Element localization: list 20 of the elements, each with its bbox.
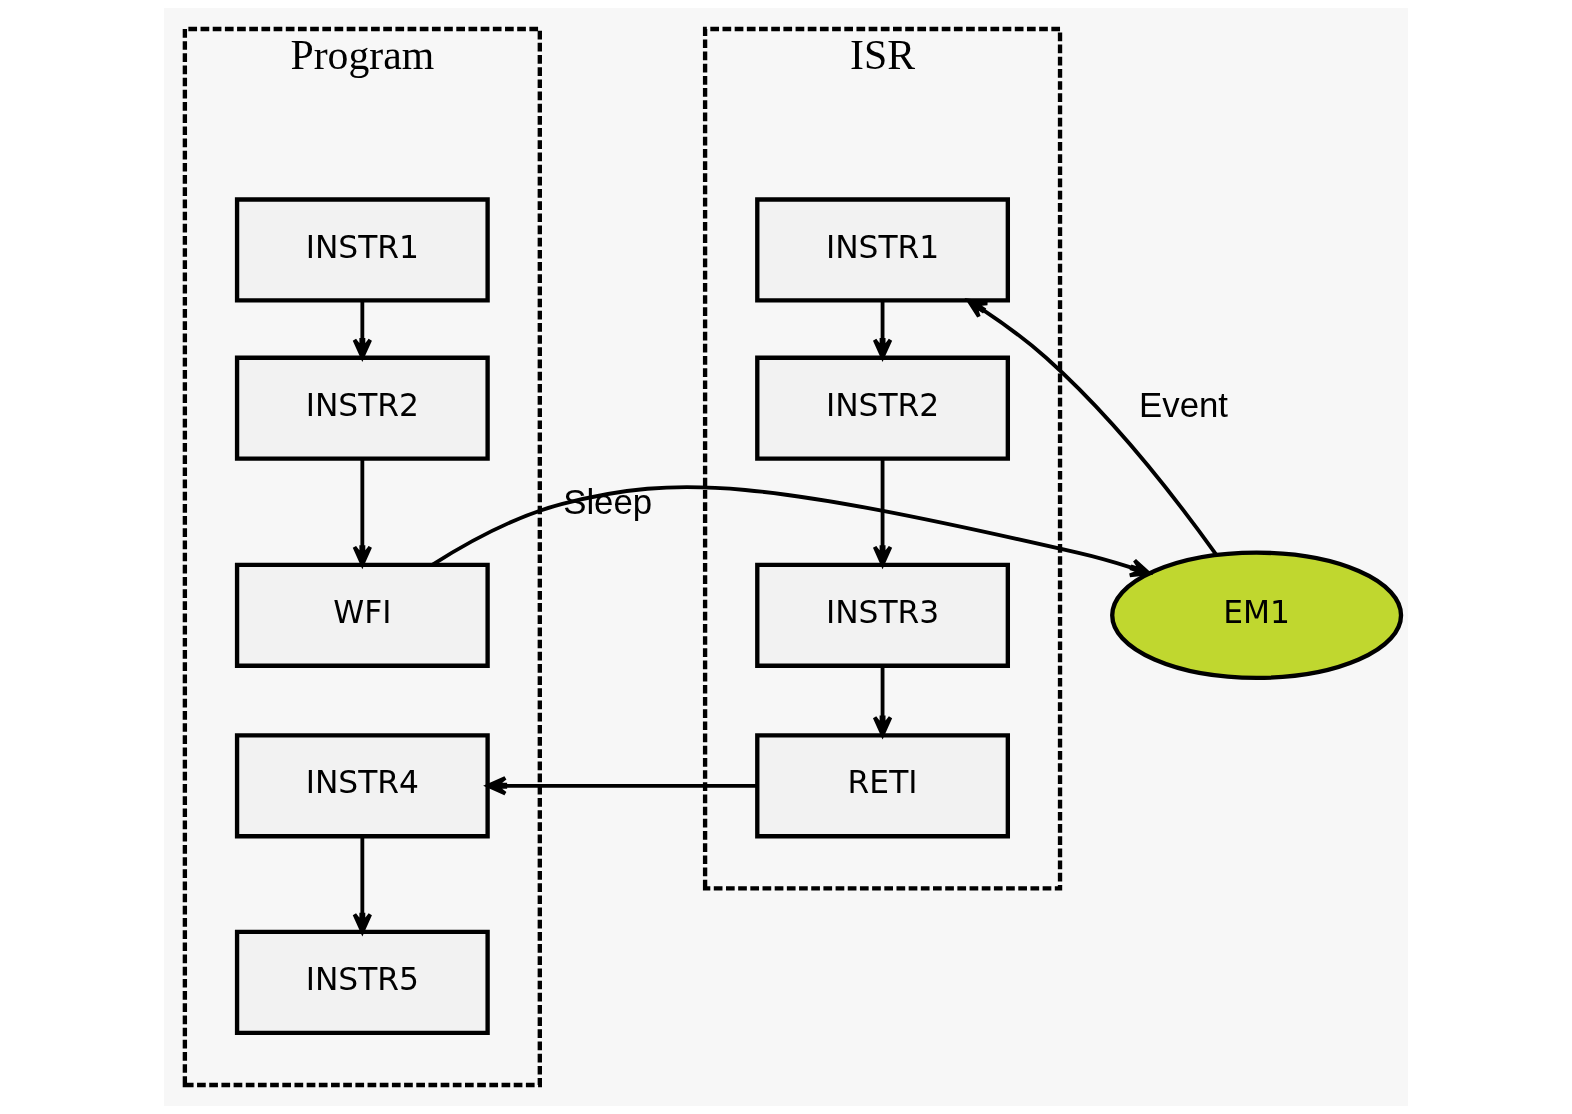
node-box: INSTR5	[234, 929, 490, 1036]
arrow	[872, 665, 893, 737]
node-box: INSTR1	[234, 197, 490, 303]
arrow	[485, 776, 757, 796]
node-box: INSTR2	[755, 355, 1010, 461]
edge-label: Event	[1139, 385, 1229, 424]
arrow	[872, 458, 893, 567]
arrow	[352, 836, 373, 934]
arrow	[966, 298, 1218, 556]
arrow	[431, 485, 1151, 578]
node-box: INSTR2	[234, 355, 490, 461]
arrow	[872, 300, 893, 360]
node-box: INSTR1	[755, 197, 1010, 303]
arrow	[352, 458, 373, 567]
node-box: RETI	[755, 733, 1010, 839]
arrow	[352, 300, 373, 360]
node-box: INSTR4	[234, 733, 490, 839]
node-box: INSTR3	[755, 562, 1010, 668]
node-box: WFI	[234, 562, 490, 668]
node-ellipse: EM1	[1110, 550, 1404, 681]
